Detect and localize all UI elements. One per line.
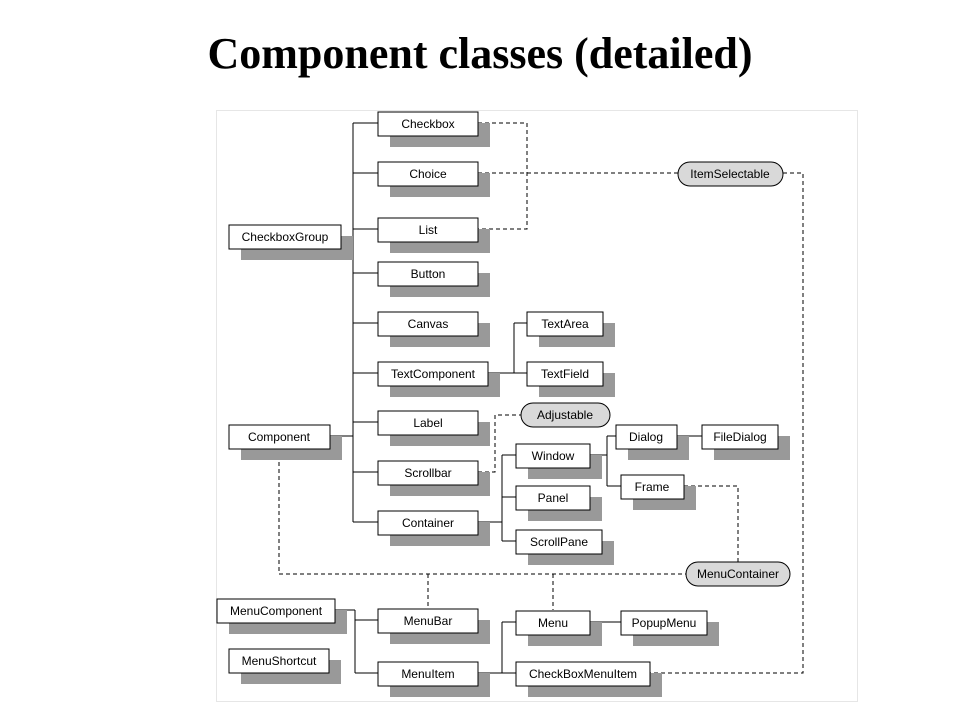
class-box-scrollbar: Scrollbar [377,460,490,496]
class-label-textarea: TextArea [541,317,589,331]
class-box-textcomponent: TextComponent [377,361,500,397]
class-label-button: Button [411,267,446,281]
class-label-checkboxgroup: CheckboxGroup [242,230,329,244]
interface-label-itemselectable: ItemSelectable [690,167,770,181]
class-box-button: Button [377,261,490,297]
class-box-checkboxgroup: CheckboxGroup [228,224,353,260]
class-box-window: Window [515,443,602,479]
class-box-menucomponent: MenuComponent [216,598,347,634]
class-label-menuitem: MenuItem [401,667,454,681]
class-label-panel: Panel [538,491,569,505]
class-box-canvas: Canvas [377,311,490,347]
class-label-textfield: TextField [541,367,589,381]
class-label-menubar: MenuBar [404,614,453,628]
class-label-choice: Choice [409,167,447,181]
class-label-label: Label [413,416,442,430]
class-label-scrollpane: ScrollPane [530,535,588,549]
inheritance-lines [330,122,702,674]
class-box-menubar: MenuBar [377,608,490,644]
class-label-list: List [419,223,438,237]
class-label-scrollbar: Scrollbar [404,466,451,480]
class-label-dialog: Dialog [629,430,663,444]
class-box-textarea: TextArea [526,311,615,347]
page-title: Component classes (detailed) [207,29,753,78]
class-box-panel: Panel [515,485,602,521]
class-box-frame: Frame [620,474,696,510]
class-label-checkboxmenuitem: CheckBoxMenuItem [529,667,637,681]
interface-menucontainer: MenuContainer [685,561,791,587]
class-box-checkbox: Checkbox [377,111,490,147]
class-box-textfield: TextField [526,361,615,397]
implementation-lines [278,122,804,674]
class-label-menu: Menu [538,616,568,630]
class-box-label: Label [377,410,490,446]
class-label-menushortcut: MenuShortcut [242,654,317,668]
class-box-menu: Menu [515,610,602,646]
interface-label-menucontainer: MenuContainer [697,567,779,581]
class-box-list: List [377,217,490,253]
class-label-window: Window [532,449,575,463]
class-label-textcomponent: TextComponent [391,367,476,381]
class-label-menucomponent: MenuComponent [230,604,323,618]
interface-itemselectable: ItemSelectable [677,161,784,187]
class-box-menuitem: MenuItem [377,661,490,697]
class-box-component: Component [228,424,342,460]
class-label-popupmenu: PopupMenu [632,616,697,630]
class-box-menushortcut: MenuShortcut [228,648,341,684]
class-label-frame: Frame [635,480,670,494]
class-box-filedialog: FileDialog [701,424,790,460]
class-box-choice: Choice [377,161,490,197]
class-label-filedialog: FileDialog [713,430,766,444]
class-box-container: Container [377,510,490,546]
class-label-component: Component [248,430,311,444]
class-label-container: Container [402,516,454,530]
class-label-checkbox: Checkbox [401,117,454,131]
interface-adjustable: Adjustable [520,402,611,428]
class-box-popupmenu: PopupMenu [620,610,719,646]
class-box-checkboxmenuitem: CheckBoxMenuItem [515,661,662,697]
class-box-dialog: Dialog [615,424,689,460]
class-box-scrollpane: ScrollPane [515,529,614,565]
class-label-canvas: Canvas [408,317,449,331]
interface-label-adjustable: Adjustable [537,408,593,422]
